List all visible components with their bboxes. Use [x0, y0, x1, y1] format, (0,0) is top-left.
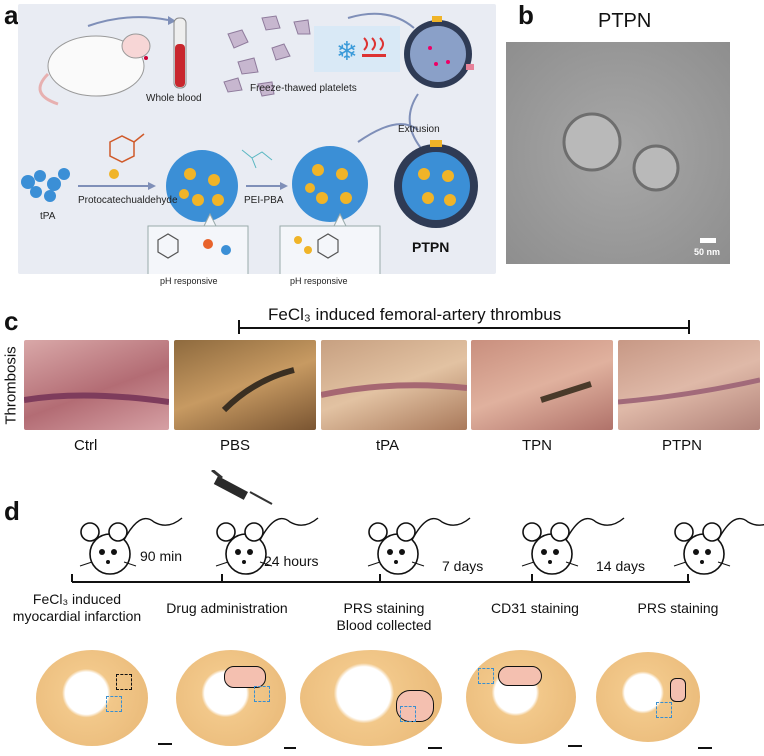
ptpn-particle-icon — [394, 140, 478, 228]
panel-a-schematic: ❄ — [18, 4, 496, 287]
step-mi-line2: myocardial infarction — [12, 608, 142, 624]
protocatechualdehyde-molecule — [109, 133, 145, 163]
tpa-protein-icon — [21, 168, 70, 202]
panel-c-header: FeCl₃ induced femoral-artery thrombus — [268, 305, 562, 324]
panel-d-letter: d — [4, 496, 20, 526]
heat-icon — [363, 37, 384, 51]
infarct-region — [670, 678, 686, 702]
thrombosis-row-label: Thrombosis — [2, 346, 20, 425]
timeline-mouse-icon — [79, 517, 183, 575]
scale-bar-2 — [284, 747, 296, 749]
step-cd31: CD31 staining — [470, 600, 600, 616]
step-drug-line1: Drug administration — [166, 600, 288, 616]
group-label-ptpn: PTPN — [662, 437, 703, 454]
interval-7d: 7 days — [442, 558, 484, 574]
tpa-label: tPA — [40, 211, 56, 222]
photo-ptpn — [618, 340, 760, 430]
interval-24h: 24 hours — [264, 553, 319, 569]
photo-tpa — [321, 340, 467, 430]
photo-pbs — [174, 340, 316, 430]
whole-blood-label: Whole blood — [146, 93, 202, 104]
step-prs-blood: PRS staining Blood collected — [314, 600, 454, 634]
panel-a-svg: ❄ — [21, 12, 478, 287]
scale-bar-1 — [158, 743, 172, 745]
timeline-mouse-icon — [673, 517, 764, 575]
bracket-right-tick — [688, 320, 690, 334]
freeze-thaw-box — [314, 26, 400, 72]
extrusion-label: Extrusion — [398, 124, 440, 135]
nanoparticle-2-icon — [292, 146, 368, 222]
pei-pba-label: PEI-PBA — [244, 195, 284, 206]
infarct-region — [498, 666, 542, 686]
heart-section-5 — [596, 652, 700, 742]
roi-box-blue — [478, 668, 494, 684]
panel-c-letter: c — [4, 306, 19, 336]
snowflake-icon: ❄ — [336, 36, 358, 66]
ptpn-particle-tem-1 — [562, 112, 622, 172]
ptpn-label: PTPN — [412, 239, 450, 255]
scale-bar-5 — [698, 747, 712, 749]
step-cd31-line1: CD31 staining — [491, 600, 579, 616]
nanoparticle-1-icon — [166, 150, 238, 222]
photo-ctrl — [24, 340, 169, 430]
blood-tube-icon — [173, 17, 187, 89]
group-label-tpa: tPA — [376, 437, 400, 454]
infarct-region — [224, 666, 266, 688]
platelets-icon — [223, 15, 311, 97]
arrow-mouse-blood — [87, 16, 169, 27]
scale-bar-4 — [568, 745, 582, 747]
timeline-svg — [71, 470, 764, 583]
tem-scale-label: 50 nm — [694, 247, 721, 257]
tem-image — [506, 42, 730, 264]
arrow-vesicle — [347, 12, 415, 29]
tem-svg — [562, 112, 716, 243]
ph-responsive-label-2: pH responsive — [290, 276, 348, 286]
protocatechualdehyde-label: Protocatechualdehyde — [78, 195, 178, 206]
heart-section-3 — [300, 650, 442, 746]
ptpn-particle-tem-2 — [632, 144, 680, 192]
step-drug: Drug administration — [152, 600, 302, 616]
roi-box-blue — [106, 696, 122, 712]
tem-scale-bar — [700, 238, 716, 243]
mouse-icon — [38, 33, 151, 106]
step-prs-line2: Blood collected — [336, 617, 432, 633]
panel-a-letter: a — [4, 0, 19, 30]
bracket-left-tick — [238, 320, 240, 334]
panel-b-title: PTPN — [598, 10, 652, 32]
group-label-ctrl: Ctrl — [74, 437, 98, 454]
roi-box-blue — [254, 686, 270, 702]
heart-section-1 — [36, 650, 148, 746]
heart-section-4 — [466, 650, 576, 744]
interval-14d: 14 days — [596, 558, 646, 574]
photo-tpn — [471, 340, 613, 430]
timeline-mouse-icon — [367, 517, 471, 575]
step-prs-line1: PRS staining — [343, 600, 425, 616]
syringe-icon — [211, 470, 273, 505]
timeline-mouse-icon — [215, 517, 319, 575]
roi-box-blue — [656, 702, 672, 718]
step-prs-final: PRS staining — [618, 600, 738, 616]
group-label-tpn: TPN — [522, 437, 552, 454]
step-mi: FeCl₃ induced myocardial infarction — [2, 591, 152, 625]
platelet-vesicle-icon — [404, 16, 474, 88]
group-label-pbs: PBS — [220, 437, 251, 454]
roi-box-blue — [400, 706, 416, 722]
heart-section-2 — [176, 650, 286, 746]
ph-box-2 — [279, 225, 381, 287]
scale-bar-3 — [428, 747, 442, 749]
step-prs-final-line1: PRS staining — [637, 600, 719, 616]
panel-b-letter: b — [518, 0, 534, 30]
ph-box-1 — [147, 225, 249, 287]
timeline-mouse-icon — [521, 517, 625, 575]
ph-responsive-label-1: pH responsive — [160, 276, 218, 286]
interval-90min: 90 min — [140, 548, 183, 564]
header-bracket — [238, 327, 690, 329]
platelets-label: Freeze-thawed platelets — [250, 83, 357, 94]
roi-box-black — [116, 674, 132, 690]
step-mi-line1: FeCl₃ induced — [32, 591, 122, 607]
